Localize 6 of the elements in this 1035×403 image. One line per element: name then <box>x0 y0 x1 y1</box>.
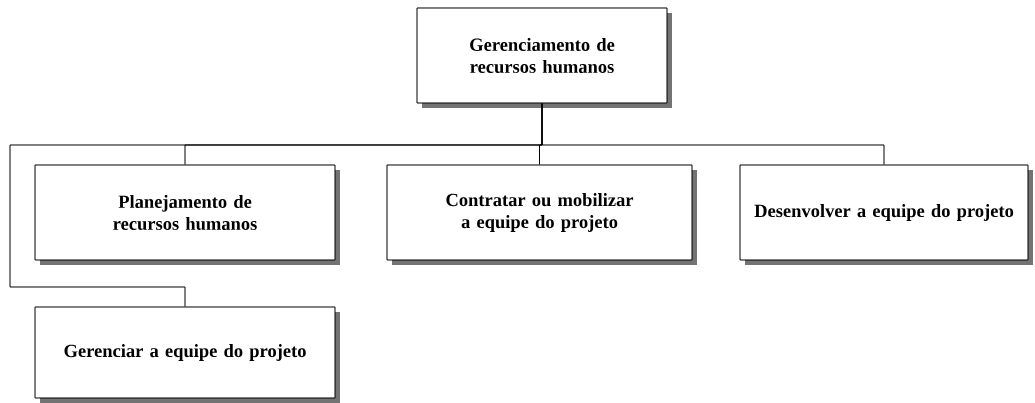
connector-line <box>9 103 543 307</box>
process-box: Gerenciamento de recursos humanos <box>416 7 672 108</box>
process-box: Planejamento de recursos humanos <box>34 164 340 265</box>
process-box: Contratar ou mobilizar a equipe do projeto <box>386 164 697 265</box>
process-box: Desenvolver a equipe do projeto <box>739 164 1033 265</box>
process-box: Gerenciar a equipe do projeto <box>34 306 340 403</box>
